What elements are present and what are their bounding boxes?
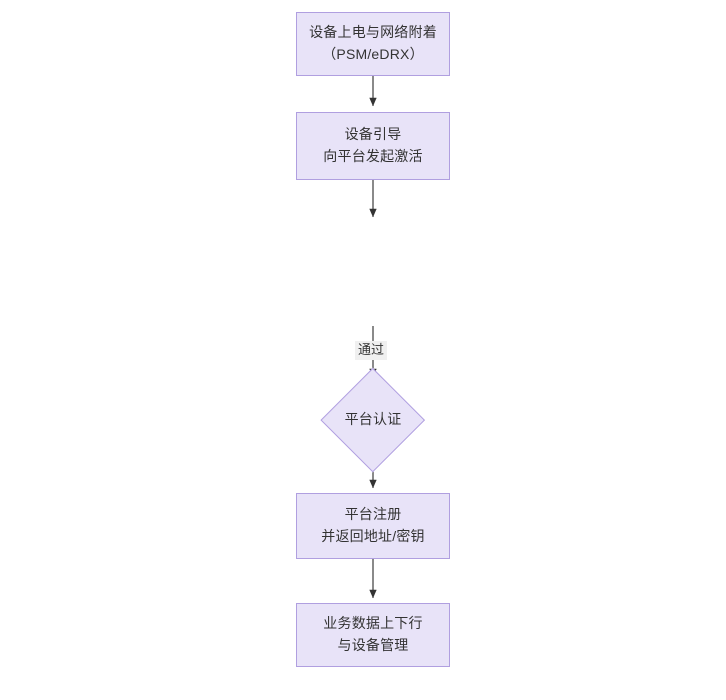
decision-node-platform-authentication[interactable]: 平台认证	[317, 368, 429, 472]
node-label-line-1: 设备引导	[344, 126, 402, 143]
process-node-business-data[interactable]: 业务数据上下行 与设备管理	[296, 603, 450, 667]
process-node-device-power-on[interactable]: 设备上电与网络附着 （PSM/eDRX）	[296, 12, 450, 76]
node-label-line-2: 向平台发起激活	[323, 148, 423, 164]
node-label-line-2: 与设备管理	[337, 637, 409, 653]
process-node-platform-registration[interactable]: 平台注册 并返回地址/密钥	[296, 493, 450, 559]
node-label-line-1: 业务数据上下行	[323, 615, 423, 632]
node-label-line-2: （PSM/eDRX）	[322, 46, 424, 62]
process-node-device-bootstrap[interactable]: 设备引导 向平台发起激活	[296, 112, 450, 180]
node-label-line-1: 设备上电与网络附着	[309, 24, 437, 41]
node-label-line-1: 平台认证	[344, 411, 402, 428]
node-label-line-2: 并返回地址/密钥	[321, 528, 425, 544]
node-label-line-1: 平台注册	[344, 506, 402, 523]
edge-label-pass: 通过	[355, 341, 388, 360]
